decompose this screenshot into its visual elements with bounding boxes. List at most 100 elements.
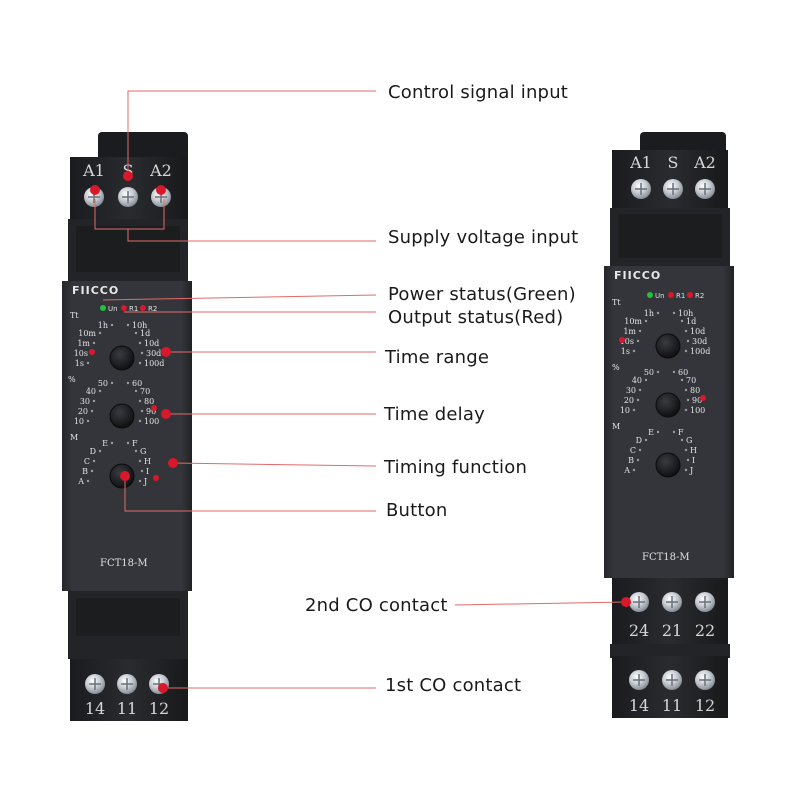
screw-a1[interactable] bbox=[631, 179, 651, 199]
brand-logo: FIICCO bbox=[614, 269, 661, 282]
screw-24[interactable] bbox=[629, 592, 649, 612]
brand-logo: FIICCO bbox=[72, 284, 119, 297]
time-delay-knob[interactable] bbox=[655, 392, 681, 418]
dot-a1 bbox=[90, 185, 100, 195]
screw-22[interactable] bbox=[695, 592, 715, 612]
model-label: FCT18-M bbox=[642, 552, 690, 563]
callout-power-status: Power status(Green) bbox=[388, 284, 576, 305]
terminal-label-24: 24 bbox=[629, 621, 649, 640]
terminal-label-12: 12 bbox=[149, 699, 169, 718]
screw-12[interactable] bbox=[695, 670, 715, 690]
led-r2-red bbox=[140, 305, 146, 311]
callout-timing-function: Timing function bbox=[384, 457, 528, 478]
scale-label: 100 bbox=[144, 417, 159, 426]
scale-label: 100d bbox=[144, 359, 164, 368]
scale-tick bbox=[638, 329, 642, 333]
scale-tick bbox=[632, 349, 636, 353]
scale-label: G bbox=[140, 447, 146, 456]
scale-label: C bbox=[630, 446, 636, 455]
scale-label: J bbox=[689, 466, 693, 475]
scale-label: 80 bbox=[144, 397, 154, 406]
scale-tick bbox=[126, 323, 130, 327]
terminal-label-a2: A2 bbox=[693, 153, 716, 172]
screw-s[interactable] bbox=[118, 187, 138, 207]
timing-function-knob[interactable] bbox=[655, 452, 681, 478]
scale-label: 1h bbox=[98, 321, 108, 330]
callout-time-delay: Time delay bbox=[384, 404, 485, 425]
scale-label: 70 bbox=[686, 376, 696, 385]
scale-tick bbox=[672, 370, 676, 374]
scale-label: 20 bbox=[624, 396, 634, 405]
time-range-knob[interactable] bbox=[655, 333, 681, 359]
scale-tick bbox=[98, 449, 102, 453]
scale-tick bbox=[86, 361, 90, 365]
led-r1-red bbox=[668, 292, 674, 298]
scale-tick bbox=[134, 389, 138, 393]
dot-a2 bbox=[156, 185, 166, 195]
scale-label: 30d bbox=[692, 337, 707, 346]
scale-tick bbox=[140, 351, 144, 355]
scale-tick bbox=[638, 448, 642, 452]
scale-label: 10h bbox=[678, 309, 693, 318]
callout-output-status: Output status(Red) bbox=[388, 307, 564, 328]
scale-label: 1d bbox=[140, 329, 150, 338]
scale-label: 100d bbox=[690, 347, 710, 356]
scale-tick bbox=[686, 398, 690, 402]
terminal-label-11: 11 bbox=[662, 696, 682, 715]
scale-label: C bbox=[84, 457, 90, 466]
scale-tick bbox=[684, 349, 688, 353]
screw-21[interactable] bbox=[662, 592, 682, 612]
scale-tick bbox=[672, 430, 676, 434]
screw-11[interactable] bbox=[117, 674, 137, 694]
leader-timing-function bbox=[172, 462, 377, 467]
screw-a2[interactable] bbox=[151, 187, 171, 207]
scale-tick bbox=[90, 409, 94, 413]
scale-label: 10 bbox=[620, 406, 630, 415]
scale-tick bbox=[684, 468, 688, 472]
front-panel bbox=[62, 281, 192, 591]
scale-label: 1m bbox=[623, 327, 636, 336]
scale-tick bbox=[644, 378, 648, 382]
scale-tick bbox=[126, 381, 130, 385]
scale-label: A bbox=[77, 477, 84, 486]
scale-tick bbox=[632, 408, 636, 412]
leader-2nd-co bbox=[454, 601, 627, 606]
scale-label: 40 bbox=[86, 387, 96, 396]
terminal-label-s: S bbox=[668, 153, 679, 172]
terminal-label-22: 22 bbox=[695, 621, 715, 640]
leader-power-status bbox=[102, 294, 377, 301]
scale-tick bbox=[680, 378, 684, 382]
screw-11[interactable] bbox=[662, 670, 682, 690]
scale-tick bbox=[632, 468, 636, 472]
callout-button: Button bbox=[386, 500, 448, 521]
tt-label: Tt bbox=[612, 298, 621, 307]
scale-tick bbox=[656, 370, 660, 374]
screw-14[interactable] bbox=[85, 674, 105, 694]
leader-button bbox=[124, 476, 376, 512]
scale-label: 10s bbox=[620, 337, 634, 346]
screw-s[interactable] bbox=[663, 179, 683, 199]
callout-dots bbox=[89, 171, 706, 693]
scale-tick bbox=[636, 398, 640, 402]
screw-a2[interactable] bbox=[695, 179, 715, 199]
time-delay-knob[interactable] bbox=[109, 403, 135, 429]
scale-label: E bbox=[102, 439, 108, 448]
dot-button bbox=[120, 471, 130, 481]
scale-tick bbox=[672, 311, 676, 315]
dot-time-delay bbox=[161, 409, 171, 419]
scale-label: B bbox=[628, 456, 634, 465]
scale-label: G bbox=[686, 436, 692, 445]
scale-tick bbox=[138, 419, 142, 423]
led-label-un: Un bbox=[655, 292, 665, 300]
scale-tick bbox=[98, 389, 102, 393]
scale-tick bbox=[686, 339, 690, 343]
scale-label: 10m bbox=[78, 329, 96, 338]
top-cap bbox=[98, 132, 188, 162]
time-range-knob[interactable] bbox=[109, 345, 135, 371]
scale-label: 90 bbox=[146, 407, 156, 416]
scale-label: H bbox=[690, 446, 697, 455]
screw-14[interactable] bbox=[629, 670, 649, 690]
